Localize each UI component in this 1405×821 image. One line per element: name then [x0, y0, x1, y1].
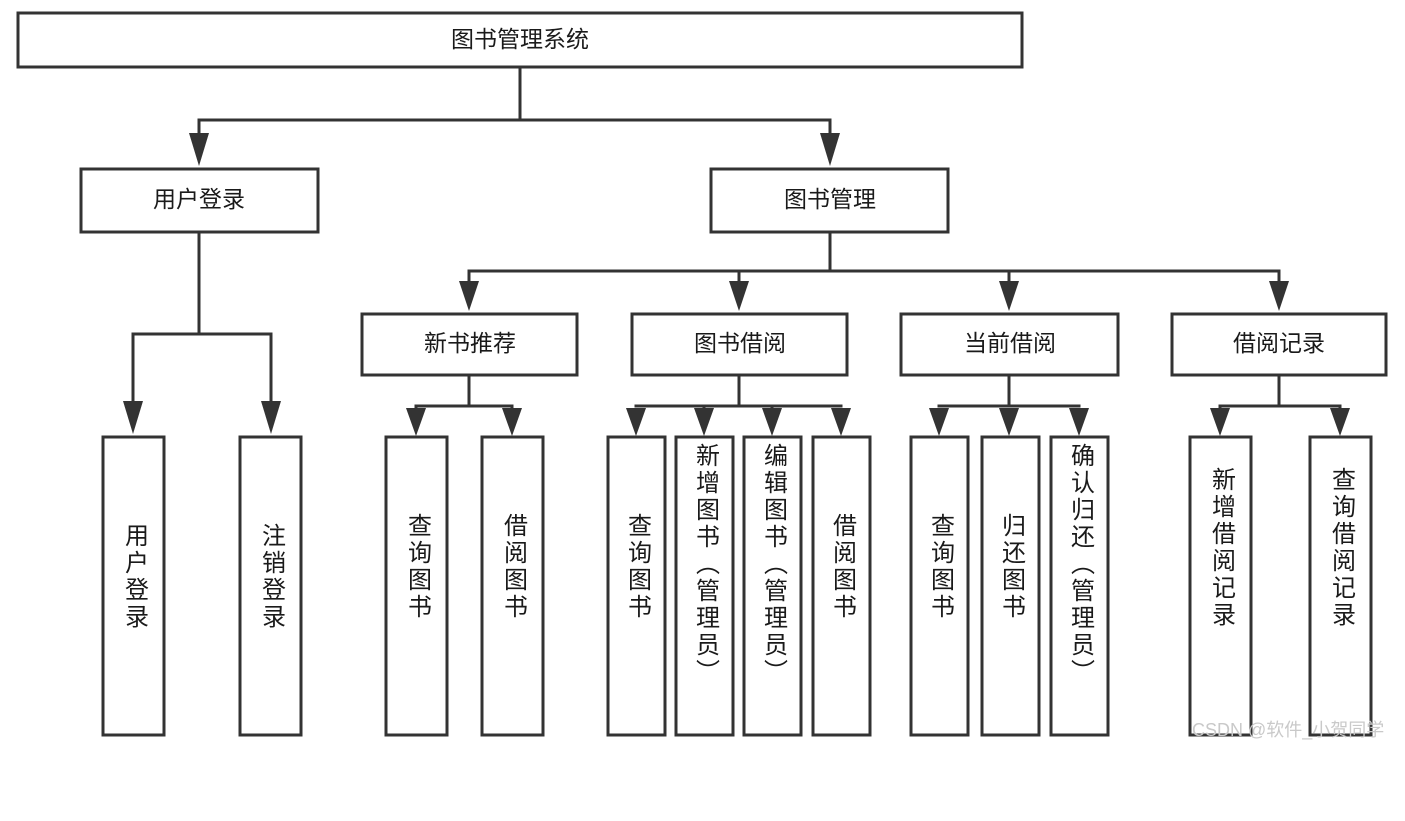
leaf-box-query-book-3[interactable] — [909, 435, 970, 737]
arrow-head-book-manage — [820, 133, 840, 166]
arrow-head-leaf-add-book — [694, 408, 714, 436]
arrow-head-borrow-record — [1269, 281, 1289, 311]
node-user-login-box[interactable] — [79, 167, 320, 234]
arrow-head-leaf-borrow-book-2 — [831, 408, 851, 436]
node-book-borrow-box[interactable] — [630, 312, 849, 377]
leaf-box-logout[interactable] — [238, 435, 303, 737]
csdn-watermark: CSDN @软件_小贺同学 — [1192, 720, 1385, 740]
diagram-svg: 图书管理系统 用户登录 图书管理 新书推荐 图书借阅 当前借阅 借阅记录 — [16, 11, 1388, 737]
arrow-head-leaf-confirm-return — [1069, 408, 1089, 436]
diagram-canvas: 图书管理系统 用户登录 图书管理 新书推荐 图书借阅 当前借阅 借阅记录 — [16, 11, 1388, 740]
node-new-book-recommend-box[interactable] — [360, 312, 579, 377]
connector-group-book-borrow — [626, 373, 851, 436]
node-book-borrow[interactable]: 图书借阅 — [630, 312, 849, 377]
node-root[interactable]: 图书管理系统 — [16, 11, 1024, 69]
connector-group-book-manage — [459, 230, 1289, 311]
node-user-login[interactable]: 用户登录 — [79, 167, 320, 234]
node-root-label: 图书管理系统 — [451, 26, 589, 52]
node-borrow-record-box[interactable] — [1170, 312, 1388, 377]
leaf-box-borrow-book-1[interactable] — [480, 435, 545, 737]
node-new-book-recommend-label: 新书推荐 — [424, 330, 516, 356]
leaf-box-confirm-return[interactable] — [1049, 435, 1110, 737]
leaf-box-query-record[interactable] — [1308, 435, 1373, 737]
node-current-borrow-box[interactable] — [899, 312, 1120, 377]
leaf-box-return-book[interactable] — [980, 435, 1041, 737]
arrow-head-leaf-borrow-book-1 — [502, 408, 522, 436]
arrow-head-new-book-rec — [459, 281, 479, 311]
node-book-borrow-label: 图书借阅 — [694, 330, 786, 356]
node-current-borrow-label: 当前借阅 — [964, 330, 1056, 356]
arrow-head-user-login — [189, 133, 209, 166]
node-current-borrow[interactable]: 当前借阅 — [899, 312, 1120, 377]
arrow-head-leaf-query-record — [1330, 408, 1350, 436]
leaf-box-query-book-1[interactable] — [384, 435, 449, 737]
leaf-box-edit-book[interactable] — [742, 435, 803, 737]
node-borrow-record[interactable]: 借阅记录 — [1170, 312, 1388, 377]
arrow-head-leaf-add-record — [1210, 408, 1230, 436]
arrow-head-book-borrow — [729, 281, 749, 311]
connector-group-borrow-record — [1210, 373, 1350, 436]
arrow-head-leaf-return-book — [999, 408, 1019, 436]
arrow-head-leaf-logout — [261, 401, 281, 434]
arrow-head-leaf-edit-book — [762, 408, 782, 436]
leaf-box-user-login[interactable] — [101, 435, 166, 737]
node-root-box[interactable] — [16, 11, 1024, 69]
leaf-box-add-book[interactable] — [674, 435, 735, 737]
node-book-manage[interactable]: 图书管理 — [709, 167, 950, 234]
arrow-head-leaf-user-login — [123, 401, 143, 434]
leaf-box-query-book-2[interactable] — [606, 435, 667, 737]
node-user-login-label: 用户登录 — [153, 186, 245, 212]
arrow-head-current-borrow — [999, 281, 1019, 311]
connector-group-new-book-rec — [406, 373, 522, 436]
connector-group-user-login — [123, 230, 281, 434]
node-borrow-record-label: 借阅记录 — [1233, 330, 1325, 356]
node-book-manage-box[interactable] — [709, 167, 950, 234]
leaf-box-group — [101, 435, 1373, 737]
arrow-head-leaf-query-book-1 — [406, 408, 426, 436]
connector-group-root — [189, 65, 840, 166]
node-book-manage-label: 图书管理 — [784, 186, 876, 212]
arrow-head-leaf-query-book-2 — [626, 408, 646, 436]
connector-group-current-borrow — [929, 373, 1089, 436]
leaf-box-borrow-book-2[interactable] — [811, 435, 872, 737]
node-new-book-recommend[interactable]: 新书推荐 — [360, 312, 579, 377]
leaf-box-add-record[interactable] — [1188, 435, 1253, 737]
arrow-head-leaf-query-book-3 — [929, 408, 949, 436]
